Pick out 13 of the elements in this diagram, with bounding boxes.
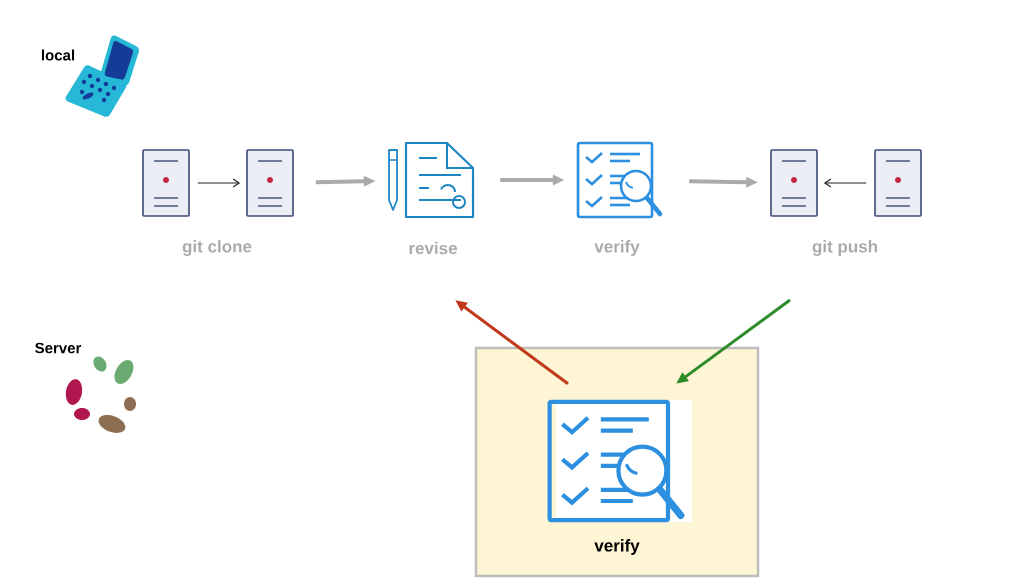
arrow bbox=[823, 178, 867, 188]
document-icon bbox=[142, 149, 190, 217]
step-label: verify bbox=[594, 240, 640, 256]
highlight-box: verify bbox=[474, 346, 760, 578]
section-label: Server bbox=[35, 342, 82, 354]
document-icon bbox=[246, 149, 294, 217]
document-icon bbox=[874, 149, 922, 217]
arrow bbox=[197, 178, 241, 188]
command-label: git clone bbox=[182, 240, 252, 256]
section-label: local bbox=[41, 49, 75, 61]
command-label: git push bbox=[812, 240, 877, 256]
document-icon bbox=[770, 149, 818, 217]
step-label: revise bbox=[409, 241, 457, 255]
